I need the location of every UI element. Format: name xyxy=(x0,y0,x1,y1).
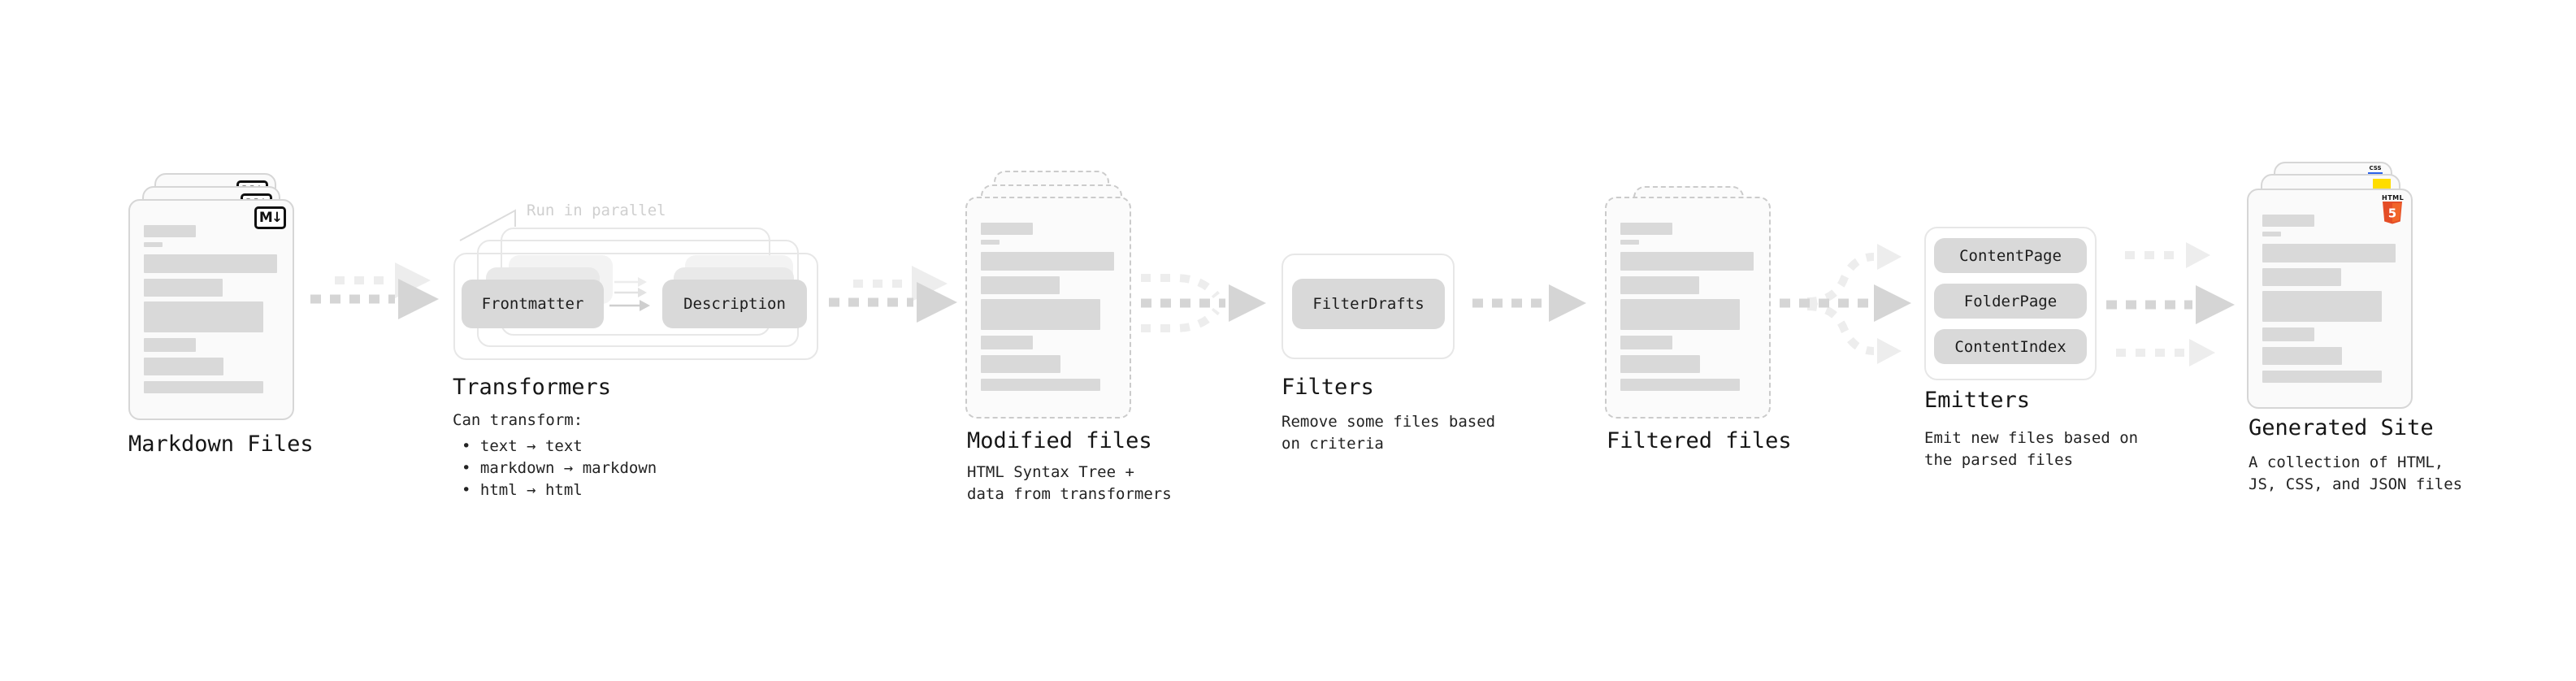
js-icon xyxy=(2373,179,2391,189)
skeleton-bar xyxy=(981,336,1033,349)
skeleton-bar xyxy=(2262,327,2314,341)
skeleton-bar xyxy=(981,379,1100,391)
stage-description: HTML Syntax Tree + data from transformer… xyxy=(967,462,1172,505)
emitter-node-contentpage: ContentPage xyxy=(1934,238,2087,273)
skeleton-bar xyxy=(144,254,277,273)
stage-title: Modified files xyxy=(967,428,1152,453)
skeleton-bar xyxy=(144,242,163,247)
skeleton-bar xyxy=(2262,232,2281,236)
arrow-transformers-to-modified xyxy=(829,266,957,323)
skeleton-bar xyxy=(1620,276,1699,294)
skeleton-bar xyxy=(981,355,1060,373)
skeleton-bar xyxy=(2262,244,2396,262)
markdown-icon: M↓ xyxy=(254,206,286,229)
detail-line: • text → text xyxy=(462,437,583,455)
detail-line: Remove some files based xyxy=(1281,413,1496,431)
arrow-modified-to-filters xyxy=(1141,274,1266,332)
stage-title: Emitters xyxy=(1924,388,2031,413)
emitters-box xyxy=(1924,227,2097,380)
run-in-parallel-label: Run in parallel xyxy=(527,202,666,219)
detail-line: JS, CSS, and JSON files xyxy=(2249,475,2463,493)
skeleton-bar xyxy=(1620,355,1700,373)
stage-title: Generated Site xyxy=(2249,415,2434,440)
skeleton-bar xyxy=(981,276,1060,294)
stage-description: A collection of HTML, JS, CSS, and JSON … xyxy=(2249,452,2462,496)
arrow-emitters-to-generated xyxy=(2106,242,2235,367)
stage-title: Filtered files xyxy=(1607,428,1792,453)
skeleton-bar xyxy=(1620,379,1740,391)
detail-line: HTML Syntax Tree + xyxy=(967,463,1134,481)
transformer-node-frontmatter: Frontmatter xyxy=(462,280,604,328)
arrow-filters-to-filtered xyxy=(1472,284,1586,322)
filter-node-filterdrafts: FilterDrafts xyxy=(1292,279,1445,329)
html5-icon-label: HTML xyxy=(2382,194,2405,202)
skeleton-bar xyxy=(1620,223,1672,235)
skeleton-bar xyxy=(2262,371,2382,383)
stage-description: Emit new files based on the parsed files xyxy=(1924,427,2138,471)
arrow-filtered-to-emitters xyxy=(1780,244,1911,364)
file-card: M↓ xyxy=(128,199,294,420)
css-icon-label: CSS xyxy=(2369,165,2382,171)
detail-line: • markdown → markdown xyxy=(462,459,657,477)
skeleton-bar xyxy=(2262,347,2342,365)
stage-title: Markdown Files xyxy=(128,432,314,457)
skeleton-bar xyxy=(144,301,263,332)
stage-modified-files xyxy=(965,171,1131,419)
emitter-node-contentindex: ContentIndex xyxy=(1934,329,2087,364)
detail-line: on criteria xyxy=(1281,435,1384,453)
css-icon: CSS xyxy=(2368,166,2383,175)
stage-generated-site: CSS HTML 5 xyxy=(2247,162,2413,410)
detail-line: • html → html xyxy=(462,481,583,499)
transformer-group-box xyxy=(453,253,818,360)
stage-description: Remove some files based on criteria xyxy=(1281,411,1495,455)
detail-line: the parsed files xyxy=(1924,451,2074,469)
detail-line: Can transform: xyxy=(453,411,583,429)
skeleton-bar xyxy=(2262,215,2314,227)
stage-filtered-files xyxy=(1605,186,1771,422)
skeleton-bar xyxy=(981,299,1100,330)
skeleton-bar xyxy=(2262,291,2382,322)
skeleton-bar xyxy=(981,240,1000,245)
stage-markdown-files: M↓ M↓ M↓ xyxy=(128,173,294,420)
skeleton-bar xyxy=(1620,299,1740,330)
file-card xyxy=(965,197,1131,419)
arrow-markdown-to-transformers xyxy=(310,262,439,319)
filters-box xyxy=(1281,254,1455,359)
skeleton-bar xyxy=(144,381,263,393)
skeleton-bar xyxy=(144,225,196,237)
svg-text:5: 5 xyxy=(2388,206,2396,221)
stage-description: Can transform: • text → text • markdown … xyxy=(453,410,657,501)
skeleton-bar xyxy=(981,252,1114,271)
emitter-node-folderpage: FolderPage xyxy=(1934,284,2087,319)
skeleton-bar xyxy=(2262,268,2341,286)
skeleton-bar xyxy=(1620,252,1754,271)
html5-icon: HTML 5 xyxy=(2382,194,2405,228)
skeleton-bar xyxy=(1620,240,1639,245)
skeleton-bar xyxy=(144,338,196,352)
detail-line: A collection of HTML, xyxy=(2249,453,2444,471)
stage-title: Filters xyxy=(1281,375,1374,400)
skeleton-bar xyxy=(1620,336,1672,349)
skeleton-bar xyxy=(981,223,1033,235)
detail-line: Emit new files based on xyxy=(1924,429,2139,447)
file-card xyxy=(1605,197,1771,419)
stage-title: Transformers xyxy=(453,375,612,400)
detail-line: data from transformers xyxy=(967,485,1172,503)
transformer-node-description: Description xyxy=(662,280,807,328)
skeleton-bar xyxy=(144,279,223,297)
skeleton-bar xyxy=(144,358,223,375)
html5-shield: 5 xyxy=(2383,202,2402,224)
file-card: HTML 5 xyxy=(2247,189,2413,409)
